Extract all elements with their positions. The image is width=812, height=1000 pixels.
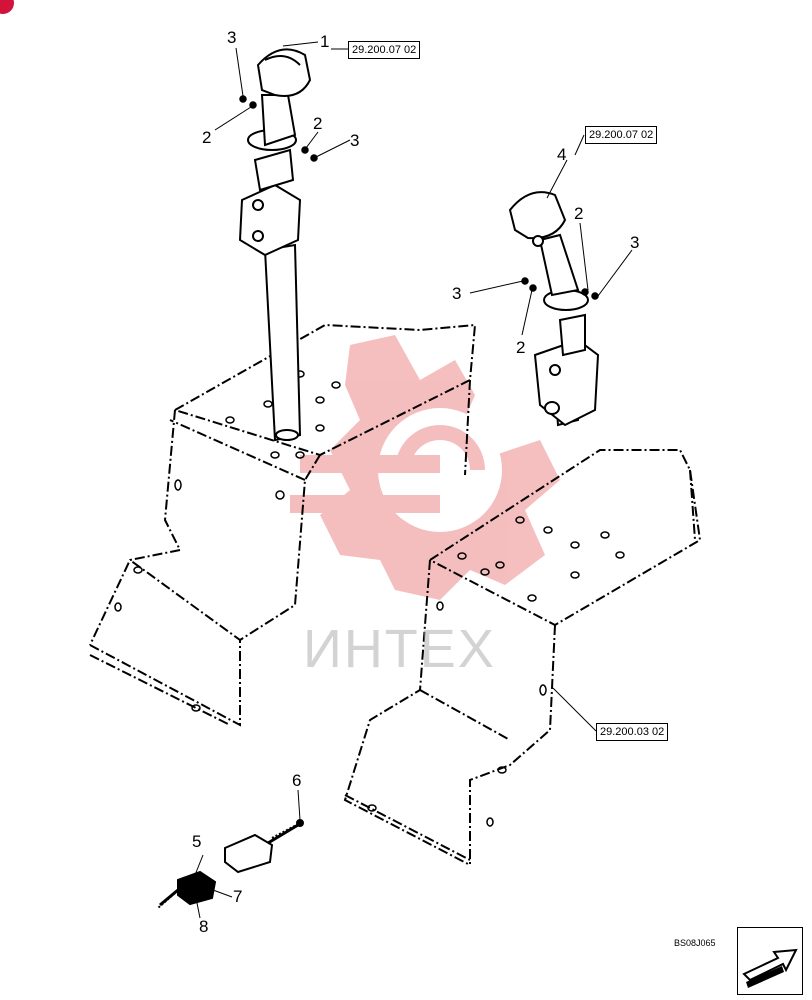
reference-box-bottom: 29.200.03 02: [596, 723, 669, 741]
callout-3: 3: [452, 284, 462, 303]
callout-1: 1: [320, 32, 330, 51]
gear-logo-icon: [290, 335, 560, 600]
right-joystick: [508, 191, 600, 427]
left-joystick: [238, 48, 312, 442]
callout-4: 4: [557, 145, 567, 164]
callout-2: 2: [313, 114, 323, 133]
fastener-hardware: [239, 95, 599, 300]
callout-2: 2: [516, 338, 526, 357]
reference-box-top-left: 29.200.07 02: [348, 41, 421, 59]
callout-3: 3: [227, 28, 237, 47]
callout-7: 7: [233, 887, 243, 906]
callout-2: 2: [574, 204, 584, 223]
next-page-button[interactable]: [737, 927, 803, 995]
drawing-code: BS08J065: [674, 938, 716, 948]
callout-3: 3: [350, 131, 360, 150]
watermark-text: ИНТЕХ: [303, 619, 496, 679]
corner-badge-icon: [0, 0, 14, 14]
callout-6: 6: [292, 771, 302, 790]
callout-3: 3: [630, 233, 640, 252]
right-console-bracket: [343, 449, 702, 866]
reference-box-right: 29.200.07 02: [585, 126, 658, 144]
leader-lines: [194, 41, 633, 919]
callout-8: 8: [199, 917, 209, 936]
switch-assembly: [157, 819, 304, 909]
left-console-bracket: [89, 323, 477, 727]
callout-5: 5: [192, 832, 202, 851]
mounting-holes: [114, 370, 625, 827]
callout-2: 2: [202, 128, 212, 147]
arrow-next-icon: [742, 948, 798, 988]
